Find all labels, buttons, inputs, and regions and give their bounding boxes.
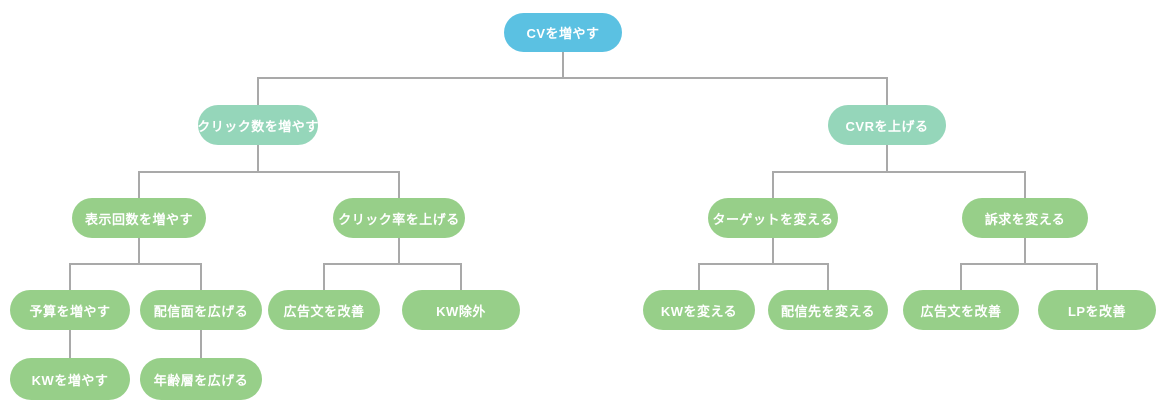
node-increase-cv[interactable]: CVを増やす — [504, 13, 622, 52]
node-increase-impressions[interactable]: 表示回数を増やす — [72, 198, 206, 238]
node-increase-budget[interactable]: 予算を増やす — [10, 290, 130, 330]
node-change-keywords[interactable]: KWを変える — [643, 290, 755, 330]
node-exclude-keywords[interactable]: KW除外 — [402, 290, 520, 330]
connector-target-to-children — [698, 238, 829, 290]
node-widen-age-range[interactable]: 年齢層を広げる — [140, 358, 262, 400]
node-change-appeal[interactable]: 訴求を変える — [962, 198, 1088, 238]
connector-appeal-to-children — [960, 238, 1098, 290]
node-change-target[interactable]: ターゲットを変える — [708, 198, 838, 238]
node-widen-placements[interactable]: 配信面を広げる — [140, 290, 262, 330]
node-improve-ad-copy-right[interactable]: 広告文を改善 — [903, 290, 1019, 330]
node-raise-cvr[interactable]: CVRを上げる — [828, 105, 946, 145]
connector-clicks-to-children — [138, 145, 400, 198]
node-change-destination[interactable]: 配信先を変える — [768, 290, 888, 330]
connector-root-to-level2 — [257, 52, 888, 105]
node-raise-ctr[interactable]: クリック率を上げる — [333, 198, 465, 238]
node-improve-ad-copy-left[interactable]: 広告文を改善 — [268, 290, 380, 330]
node-increase-clicks[interactable]: クリック数を増やす — [197, 105, 318, 145]
connector-ctr-to-children — [323, 238, 462, 290]
node-increase-keywords[interactable]: KWを増やす — [10, 358, 130, 400]
node-improve-lp[interactable]: LPを改善 — [1038, 290, 1156, 330]
connector-cvr-to-children — [772, 145, 1026, 198]
connector-impressions-to-children — [69, 238, 202, 290]
